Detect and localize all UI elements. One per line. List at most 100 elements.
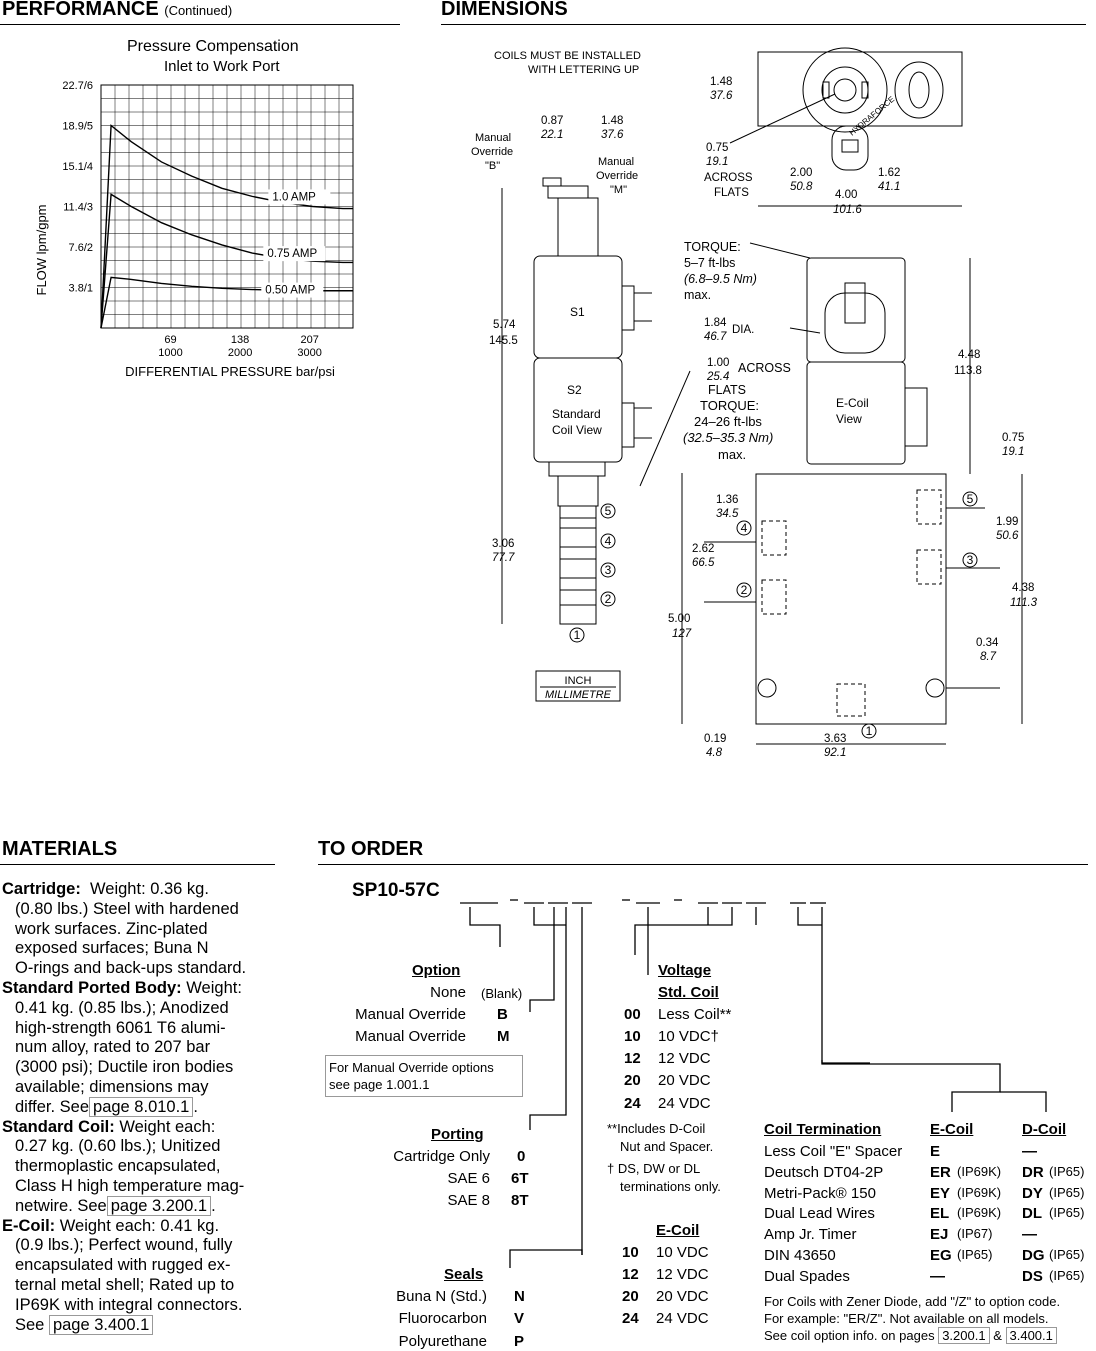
series-label: 0.75 AMP — [267, 248, 317, 260]
svg-text:22.1: 22.1 — [540, 129, 563, 141]
svg-text:145.5: 145.5 — [489, 335, 518, 347]
page-link-8010[interactable]: page 8.010.1 — [89, 1096, 194, 1117]
coil-termination-connector — [821, 1060, 1047, 1112]
termination-dcoil-code: — — [1022, 1226, 1037, 1244]
termination-label: Deutsch DT04-2P — [764, 1163, 884, 1181]
port-number: 3 — [605, 563, 612, 577]
voltage-label: Less Coil** — [658, 1006, 732, 1023]
svg-text:1.48: 1.48 — [710, 76, 732, 88]
series-label-bg — [261, 282, 324, 298]
page-link-3400[interactable]: page 3.400.1 — [48, 1314, 154, 1335]
option-row-label: Manual Override — [355, 1006, 466, 1023]
termination-dcoil-rating: (IP65) — [1049, 1163, 1085, 1179]
voltage-label: 12 VDC — [658, 1050, 711, 1067]
series-label: 1.0 AMP — [272, 191, 316, 203]
termination-ecoil-rating: (IP65) — [957, 1247, 993, 1262]
svg-text:2.62: 2.62 — [692, 543, 714, 555]
coils-note-line2: WITH LETTERING UP — [528, 64, 639, 76]
termination-dcoil-code: DG — [1022, 1247, 1045, 1264]
x-tick-label: 3000 — [297, 347, 321, 359]
porting-row-code: 0 — [517, 1148, 526, 1165]
series-label-bg — [268, 189, 331, 205]
voltage-code: 00 — [624, 1006, 641, 1023]
page-link-3200[interactable]: page 3.200.1 — [106, 1195, 212, 1216]
svg-text:Override: Override — [596, 170, 638, 182]
series-line — [100, 193, 353, 329]
termination-label: Dual Lead Wires — [764, 1205, 875, 1223]
port-number: 4 — [605, 534, 612, 548]
svg-text:"M": "M" — [610, 184, 627, 196]
svg-text:1.48: 1.48 — [601, 115, 623, 127]
option-row-code: (Blank) — [481, 986, 523, 1001]
performance-rule — [0, 24, 400, 25]
zener-note-line3: See coil option info. on pages 3.200.1 &… — [764, 1327, 1057, 1344]
page-link-3200b[interactable]: 3.200.1 — [938, 1327, 990, 1344]
svg-text:max.: max. — [684, 288, 711, 302]
chart-grid — [100, 84, 354, 329]
performance-heading: PERFORMANCE (Continued) — [2, 0, 233, 20]
svg-text:0.34: 0.34 — [976, 637, 999, 649]
svg-text:37.6: 37.6 — [601, 129, 624, 141]
y-tick-label: 15.1/4 — [62, 161, 93, 173]
dimensions-drawing: 5 4 3 2 1 4 2 5 3 1 COILS MUST BE INSTAL… — [471, 47, 1038, 759]
termination-ecoil-code: ER — [930, 1163, 951, 1181]
svg-text:19.1: 19.1 — [706, 156, 728, 168]
connector-bottom — [831, 125, 869, 171]
svg-text:77.7: 77.7 — [492, 552, 515, 564]
override-m-label: Manual — [598, 156, 634, 168]
ecoil-voltage-code: 10 — [622, 1244, 639, 1261]
svg-text:INCH: INCH — [565, 675, 592, 687]
svg-text:ACROSS: ACROSS — [704, 172, 753, 184]
svg-text:101.6: 101.6 — [833, 204, 862, 216]
dcoil-note: **Includes D-Coil — [607, 1121, 706, 1136]
porting-row-label: Cartridge Only — [393, 1148, 490, 1165]
termination-ecoil-rating: (IP69K) — [957, 1184, 1002, 1200]
coil-termination-heading: Coil Termination — [764, 1121, 882, 1138]
ecoil-voltage-code: 12 — [622, 1266, 639, 1283]
svg-text:37.6: 37.6 — [710, 90, 733, 102]
voltage-label: 24 VDC — [658, 1095, 711, 1112]
coil-s1-label: S1 — [570, 305, 585, 319]
svg-text:1.36: 1.36 — [716, 494, 738, 506]
svg-text:E-Coil: E-Coil — [836, 396, 869, 410]
termination-label: Less Coil "E" Spacer — [764, 1143, 903, 1160]
option-row-label: None — [430, 984, 466, 1001]
seals-row-label: Buna N (Std.) — [396, 1288, 487, 1305]
dagger-note: † DS, DW or DL — [607, 1161, 701, 1176]
termination-ecoil-code: EY — [930, 1184, 951, 1202]
porting-row-code: 6T — [511, 1170, 529, 1187]
svg-text:50.6: 50.6 — [996, 530, 1019, 542]
std-coil-heading: Std. Coil — [658, 984, 719, 1001]
port-number: 4 — [741, 521, 748, 535]
svg-text:MILLIMETRE: MILLIMETRE — [545, 689, 612, 701]
y-tick-label: 7.6/2 — [69, 242, 93, 254]
porting-row-label: SAE 8 — [447, 1192, 490, 1209]
termination-label: Amp Jr. Timer — [764, 1226, 857, 1244]
ecoil-voltage-label: 10 VDC — [656, 1244, 709, 1261]
port-number: 1 — [866, 724, 873, 738]
svg-text:max.: max. — [718, 447, 746, 462]
svg-text:66.5: 66.5 — [692, 557, 715, 569]
port-number: 1 — [574, 628, 581, 642]
seals-row-label: Fluorocarbon — [398, 1310, 487, 1327]
seals-row-code: V — [514, 1310, 525, 1327]
svg-text:24–26 ft-lbs: 24–26 ft-lbs — [694, 414, 762, 429]
override-note-box: For Manual Override options see page 1.0… — [325, 1055, 523, 1097]
page-link-3400b[interactable]: 3.400.1 — [1005, 1327, 1057, 1344]
svg-text:4.00: 4.00 — [835, 189, 857, 201]
svg-text:127: 127 — [672, 628, 692, 640]
model-code: SP10-57C — [352, 880, 440, 901]
x-tick-label: 2000 — [228, 347, 252, 359]
zener-note-line1: For Coils with Zener Diode, add "/Z" to … — [764, 1294, 1061, 1309]
cartridge-body — [559, 505, 597, 625]
svg-text:1.62: 1.62 — [878, 167, 900, 179]
series-label-bg — [263, 246, 326, 262]
svg-text:19.1: 19.1 — [1002, 446, 1024, 458]
svg-text:(32.5–35.3 Nm): (32.5–35.3 Nm) — [683, 430, 773, 445]
svg-text:41.1: 41.1 — [878, 181, 900, 193]
override-b-label: Manual — [475, 132, 511, 144]
order-code-connectors — [460, 899, 870, 1268]
svg-text:TORQUE:: TORQUE: — [700, 398, 759, 413]
